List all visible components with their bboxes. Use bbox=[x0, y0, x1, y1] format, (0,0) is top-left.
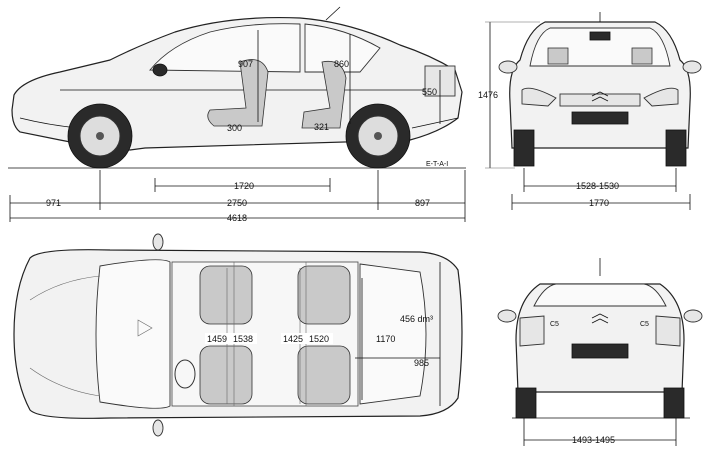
top-left-mirror bbox=[152, 233, 164, 251]
rear-view: C5 C5 1493-1495 bbox=[497, 258, 703, 446]
front-mirror bbox=[589, 31, 611, 41]
top-hood-lines bbox=[29, 275, 101, 397]
top-steering-wheel bbox=[174, 359, 196, 389]
dim-971-label: 971 bbox=[46, 198, 61, 208]
rear-badge-right: C5 bbox=[640, 321, 649, 328]
front-left-mirror bbox=[498, 60, 518, 74]
top-front-left-seat bbox=[199, 265, 253, 325]
dim-rear-track-label: 1493-1495 bbox=[572, 435, 615, 445]
dim-1770-label: 1770 bbox=[589, 198, 609, 208]
dim-1459-label: 1459 bbox=[207, 334, 227, 344]
rear-left-mirror bbox=[497, 309, 517, 323]
side-rear-hub bbox=[374, 132, 382, 140]
top-right-mirror bbox=[152, 419, 164, 437]
front-right-mirror bbox=[682, 60, 702, 74]
front-left-headlight bbox=[521, 87, 557, 107]
dim-550-label: 550 bbox=[422, 87, 437, 97]
side-rear-window bbox=[304, 23, 381, 73]
rear-badge-left: C5 bbox=[550, 321, 559, 328]
front-logo bbox=[591, 91, 609, 102]
label-bg-rear-widths bbox=[281, 333, 333, 344]
code-label: E-T-A-I bbox=[426, 161, 448, 168]
dim-4618-label: 4618 bbox=[227, 213, 247, 223]
side-front-seat bbox=[207, 59, 269, 127]
dim-907-label: 907 bbox=[238, 59, 253, 69]
front-right-tire bbox=[665, 129, 687, 167]
front-left-seat bbox=[547, 47, 569, 65]
dim-897-label: 897 bbox=[415, 198, 430, 208]
rear-right-light bbox=[655, 315, 681, 347]
dim-2750-label: 2750 bbox=[227, 198, 247, 208]
dim-1476-label: 1476 bbox=[478, 90, 498, 100]
side-front-hub bbox=[96, 132, 104, 140]
dim-front-track-label: 1528-1530 bbox=[576, 181, 619, 191]
top-front-right-seat bbox=[199, 345, 253, 405]
dim-860-label: 860 bbox=[334, 59, 349, 69]
rear-left-tire bbox=[515, 387, 537, 419]
side-antenna bbox=[325, 6, 341, 21]
dim-1425-label: 1425 bbox=[283, 334, 303, 344]
front-right-headlight bbox=[643, 87, 679, 107]
dim-985-label: 985 bbox=[414, 358, 429, 368]
rear-window bbox=[533, 283, 667, 307]
dim-300-label: 300 bbox=[227, 123, 242, 133]
top-hood-logo bbox=[137, 319, 153, 337]
rear-logo bbox=[591, 313, 609, 324]
label-bg-front-widths bbox=[205, 333, 257, 344]
top-windshield bbox=[95, 259, 171, 409]
side-front-window bbox=[149, 23, 301, 73]
side-mirror bbox=[152, 63, 168, 77]
rear-right-tire bbox=[663, 387, 685, 419]
front-grille bbox=[559, 93, 641, 107]
dim-1538-label: 1538 bbox=[233, 334, 253, 344]
top-rear-left-seat bbox=[297, 265, 351, 325]
front-plate bbox=[571, 111, 629, 125]
top-rear-right-seat bbox=[297, 345, 351, 405]
dim-321-label: 321 bbox=[314, 122, 329, 132]
side-view: 907 860 550 300 321 E-T-A-I 1720 971 275… bbox=[8, 6, 466, 223]
rear-right-mirror bbox=[683, 309, 703, 323]
front-view: 1476 1528-1530 1770 bbox=[478, 12, 702, 210]
front-left-tire bbox=[513, 129, 535, 167]
rear-plate bbox=[571, 343, 629, 359]
top-view: 1459 1538 1425 1520 456 dm³ 1170 985 bbox=[13, 233, 463, 437]
trunk-volume-label: 456 dm³ bbox=[400, 314, 433, 324]
top-rear-window bbox=[359, 263, 427, 405]
side-rear-bumper-line bbox=[411, 117, 459, 129]
rear-left-light bbox=[519, 315, 545, 347]
dim-1720-label: 1720 bbox=[234, 181, 254, 191]
side-rear-seat bbox=[301, 60, 347, 129]
dim-1170-label: 1170 bbox=[376, 334, 395, 344]
front-right-seat bbox=[631, 47, 653, 65]
rear-body-outline bbox=[515, 283, 685, 393]
dim-1520-label: 1520 bbox=[309, 334, 329, 344]
